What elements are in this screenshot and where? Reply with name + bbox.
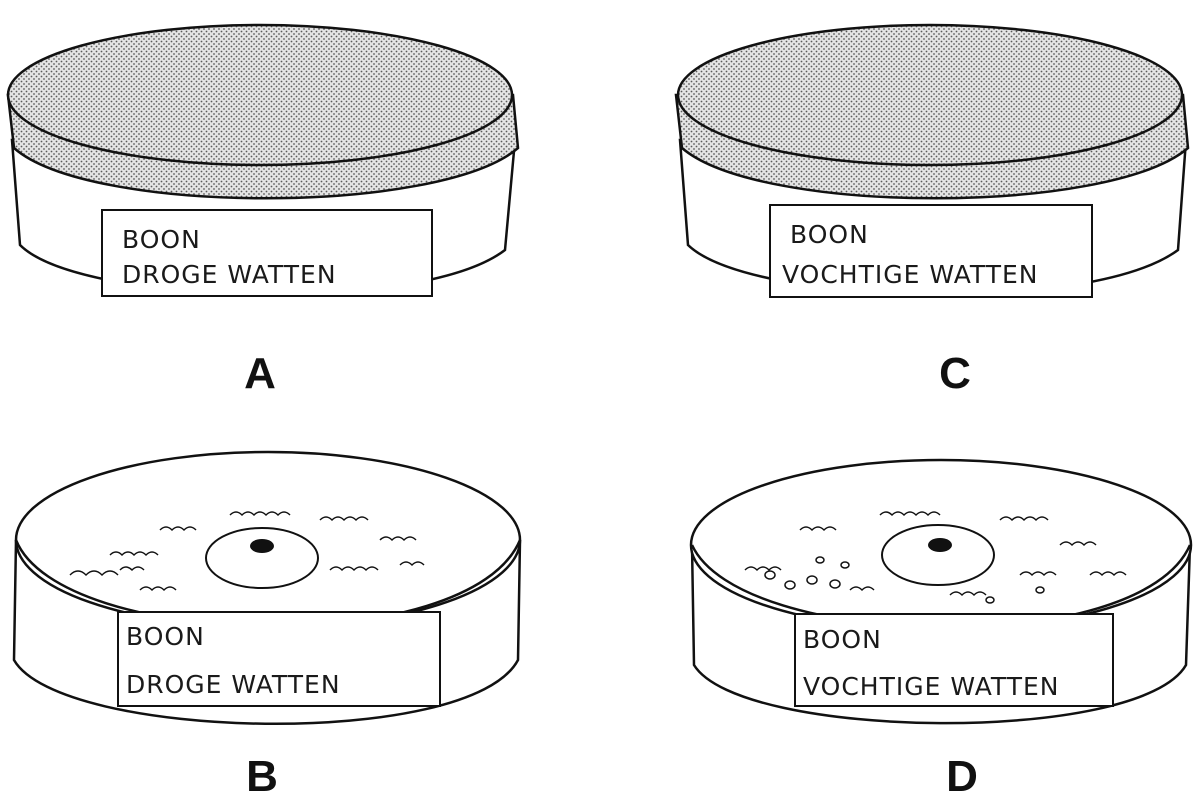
panel-letter-c: C xyxy=(939,349,971,398)
dish-c-label-line1: BOON xyxy=(790,220,869,249)
dish-c-label-line2: VOCHTIGE WATTEN xyxy=(782,260,1038,289)
dish-c: BOON VOCHTIGE WATTEN xyxy=(674,23,1190,298)
dish-b-label xyxy=(117,611,441,707)
dish-a-lid-top xyxy=(6,23,514,167)
dish-d: BOON VOCHTIGE WATTEN xyxy=(689,458,1193,725)
panel-letter-a: A xyxy=(244,349,276,398)
dish-b-cotton xyxy=(69,511,425,592)
dish-d-droplets xyxy=(764,556,1045,604)
dish-c-label xyxy=(769,204,1093,298)
dish-a: BOON DROGE WATTEN xyxy=(6,23,520,297)
dish-b-label-line1: BOON xyxy=(126,622,205,651)
panel-letter-b: B xyxy=(246,752,278,801)
dish-b: BOON DROGE WATTEN xyxy=(12,450,522,726)
dish-d-bean xyxy=(881,524,995,586)
dish-d-label-line1: BOON xyxy=(803,625,882,654)
dish-b-bean-hilum xyxy=(250,539,274,553)
panel-letter-d: D xyxy=(946,752,978,801)
dish-d-label-line2: VOCHTIGE WATTEN xyxy=(803,672,1059,701)
dish-c-lid-top xyxy=(676,23,1184,167)
dish-a-label xyxy=(101,209,433,297)
dish-b-label-line2: DROGE WATTEN xyxy=(126,670,341,699)
dish-b-bean xyxy=(205,527,319,589)
dish-a-label-line2: DROGE WATTEN xyxy=(122,260,337,289)
dish-d-bean-hilum xyxy=(928,538,952,552)
dish-d-cotton xyxy=(744,511,1127,597)
dish-a-label-line1: BOON xyxy=(122,225,201,254)
dish-d-label xyxy=(794,613,1114,707)
